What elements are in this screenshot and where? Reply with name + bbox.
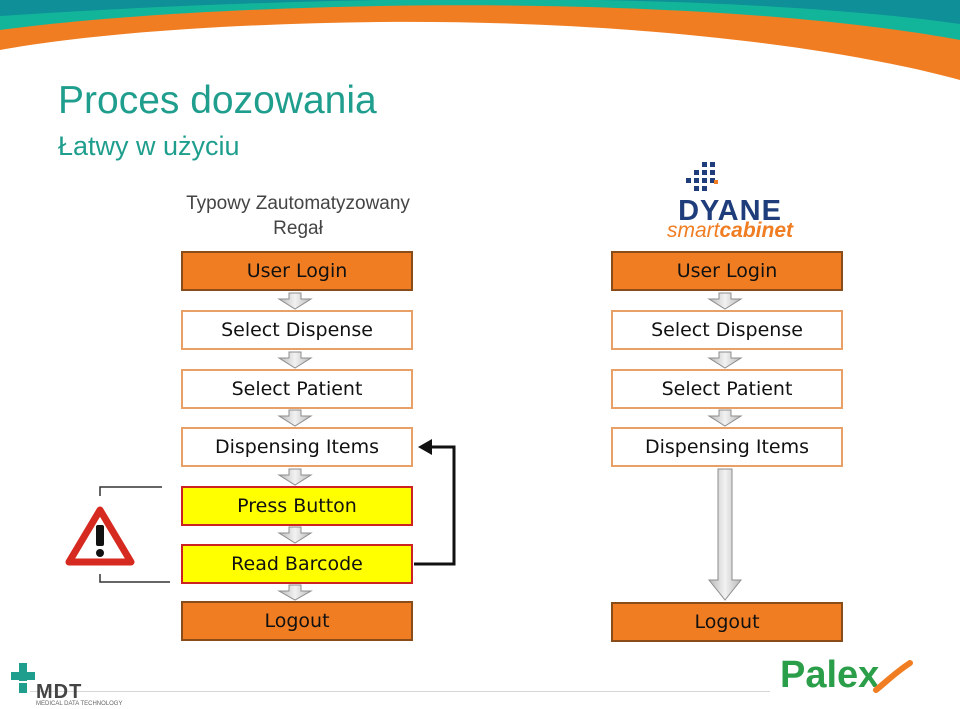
palex-logo-word: Palex [780, 654, 880, 696]
dyane-logo-word: DYANE [678, 195, 782, 227]
mdt-cross-icon [11, 663, 35, 693]
left-heading-line1: Typowy Zautomatyzowany [186, 193, 410, 214]
warning-triangle-icon [65, 506, 135, 566]
top-banner [0, 0, 960, 80]
left-step-select-dispense: Select Dispense [181, 310, 413, 350]
right-arrow-2 [707, 351, 743, 369]
left-arrow-3 [277, 409, 313, 427]
dyane-logo-sub-bold: cabinet [719, 219, 794, 242]
slide-subtitle: Łatwy w użyciu [58, 131, 240, 161]
right-step-select-dispense: Select Dispense [611, 310, 843, 350]
right-long-arrow [707, 468, 743, 601]
right-step-user-login: User Login [611, 251, 843, 291]
right-step-logout: Logout [611, 602, 843, 642]
right-arrow-3 [707, 409, 743, 427]
palex-x-accent-icon [873, 660, 913, 693]
dyane-dots-icon [686, 162, 718, 191]
left-arrow-5 [277, 526, 313, 544]
left-arrow-6 [277, 584, 313, 601]
left-arrow-1 [277, 292, 313, 310]
left-step-read-barcode: Read Barcode [181, 544, 413, 584]
mdt-logo-subtitle: MEDICAL DATA TECHNOLOGY [36, 701, 123, 707]
right-arrow-1 [707, 292, 743, 310]
dyane-logo-sub-light: smart [666, 219, 720, 242]
left-heading-line2: Regał [273, 217, 323, 239]
right-step-dispensing-items: Dispensing Items [611, 427, 843, 467]
left-step-logout: Logout [181, 601, 413, 641]
left-bracket [99, 486, 170, 583]
left-arrow-2 [277, 351, 313, 369]
left-arrow-4 [277, 468, 313, 486]
footer-divider [30, 691, 770, 692]
loop-back-arrow [414, 439, 456, 566]
left-column-heading: Typowy Zautomatyzowany Regał [160, 192, 436, 241]
left-step-user-login: User Login [181, 251, 413, 291]
mdt-logo-word: MDT [36, 681, 83, 703]
right-step-select-patient: Select Patient [611, 369, 843, 409]
slide-title: Proces dozowania [58, 79, 377, 122]
dyane-logo-subtitle: smartcabinet [650, 220, 810, 241]
left-step-dispensing-items: Dispensing Items [181, 427, 413, 467]
left-step-select-patient: Select Patient [181, 369, 413, 409]
left-step-press-button: Press Button [181, 486, 413, 526]
